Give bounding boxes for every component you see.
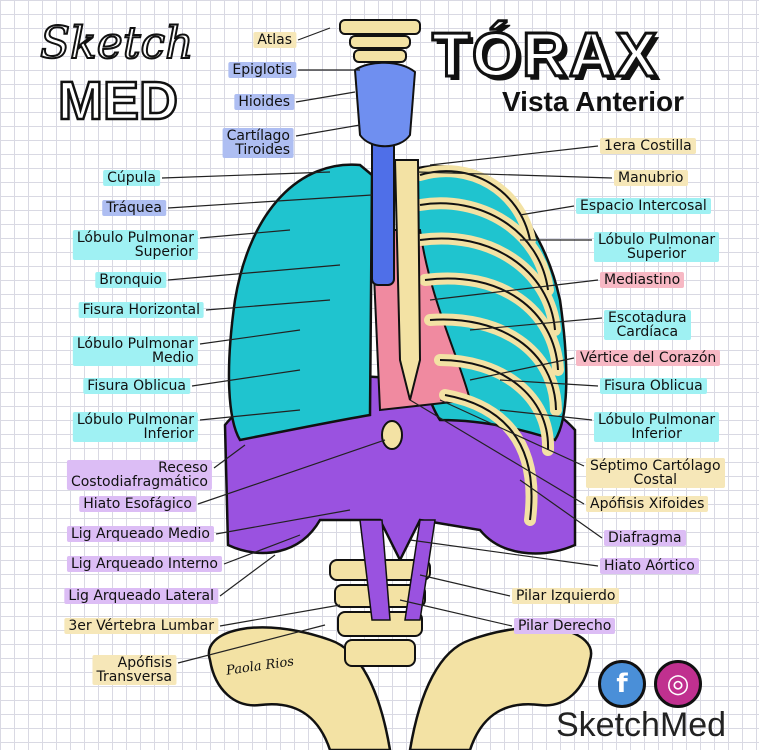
leader-hioides	[296, 92, 355, 102]
label-fisura-oblicua-der: Fisura Oblicua	[600, 378, 707, 394]
label-lig-interno: Lig Arqueado Interno	[67, 556, 222, 572]
leader-pilar-izquierdo	[420, 575, 510, 596]
label-lig-lateral: Lig Arqueado Lateral	[64, 588, 218, 604]
label-bronquio: Bronquio	[95, 272, 166, 288]
label-hioides: Hioides	[234, 94, 294, 110]
label-lobulo-medio: Lóbulo Pulmonar Medio	[73, 336, 198, 366]
label-manubrio: Manubrio	[614, 170, 688, 186]
label-hiato-esofagico: Hiato Esofágico	[79, 496, 196, 512]
label-cupula: Cúpula	[103, 170, 160, 186]
leader-espacio-intercosal	[520, 206, 574, 215]
leader-atlas	[298, 28, 330, 40]
label-apofisis-transversa: Apófisis Transversa	[92, 655, 176, 685]
label-primera-costilla: 1era Costilla	[600, 138, 696, 154]
larynx-shape	[355, 63, 415, 147]
label-pilar-derecho: Pilar Derecho	[514, 618, 615, 634]
label-lobulo-sup-der: Lóbulo Pulmonar Superior	[594, 232, 719, 262]
label-fisura-oblicua-izq: Fisura Oblicua	[83, 378, 190, 394]
label-traquea: Tráquea	[102, 200, 166, 216]
leader-lig-lateral	[220, 555, 275, 596]
label-mediastino: Mediastino	[600, 272, 684, 288]
footer-brand: SketchMed	[556, 706, 726, 745]
label-apofisis-xifoides: Apófisis Xifoides	[586, 496, 708, 512]
label-cartilago-tiroides: Cartílago Tiroides	[223, 128, 294, 158]
label-lobulo-sup-izq: Lóbulo Pulmonar Superior	[73, 230, 198, 260]
cervical-vertebrae	[340, 20, 420, 62]
label-atlas: Atlas	[253, 32, 296, 48]
esophageal-hiatus	[382, 421, 402, 449]
label-lobulo-inf-der: Lóbulo Pulmonar Inferior	[594, 412, 719, 442]
leader-primera-costilla	[430, 146, 598, 165]
instagram-icon[interactable]: ◎	[654, 660, 702, 708]
label-septimo-cartilago: Séptimo Cartólago Costal	[586, 458, 725, 488]
label-lig-medio: Lig Arqueado Medio	[67, 526, 214, 542]
label-hiato-aortico: Hiato Aórtico	[600, 558, 699, 574]
label-vertebra-lumbar: 3er Vértebra Lumbar	[64, 618, 218, 634]
label-escotadura: Escotadura Cardíaca	[604, 310, 691, 340]
label-pilar-izquierdo: Pilar Izquierdo	[512, 588, 619, 604]
label-fisura-horizontal: Fisura Horizontal	[79, 302, 204, 318]
label-epiglotis: Epiglotis	[228, 62, 296, 78]
leader-cartilago-tiroides	[296, 125, 360, 136]
label-lobulo-inf-izq: Lóbulo Pulmonar Inferior	[73, 412, 198, 442]
label-vertice-corazon: Vértice del Corazón	[576, 350, 720, 366]
label-diafragma: Diafragma	[604, 530, 686, 546]
leader-vertebra-lumbar	[220, 605, 340, 626]
facebook-icon[interactable]: f	[598, 660, 646, 708]
label-receso: Receso Costodiafragmático	[67, 460, 212, 490]
label-espacio-intercosal: Espacio Intercosal	[576, 198, 711, 214]
trachea-shape	[372, 135, 394, 285]
